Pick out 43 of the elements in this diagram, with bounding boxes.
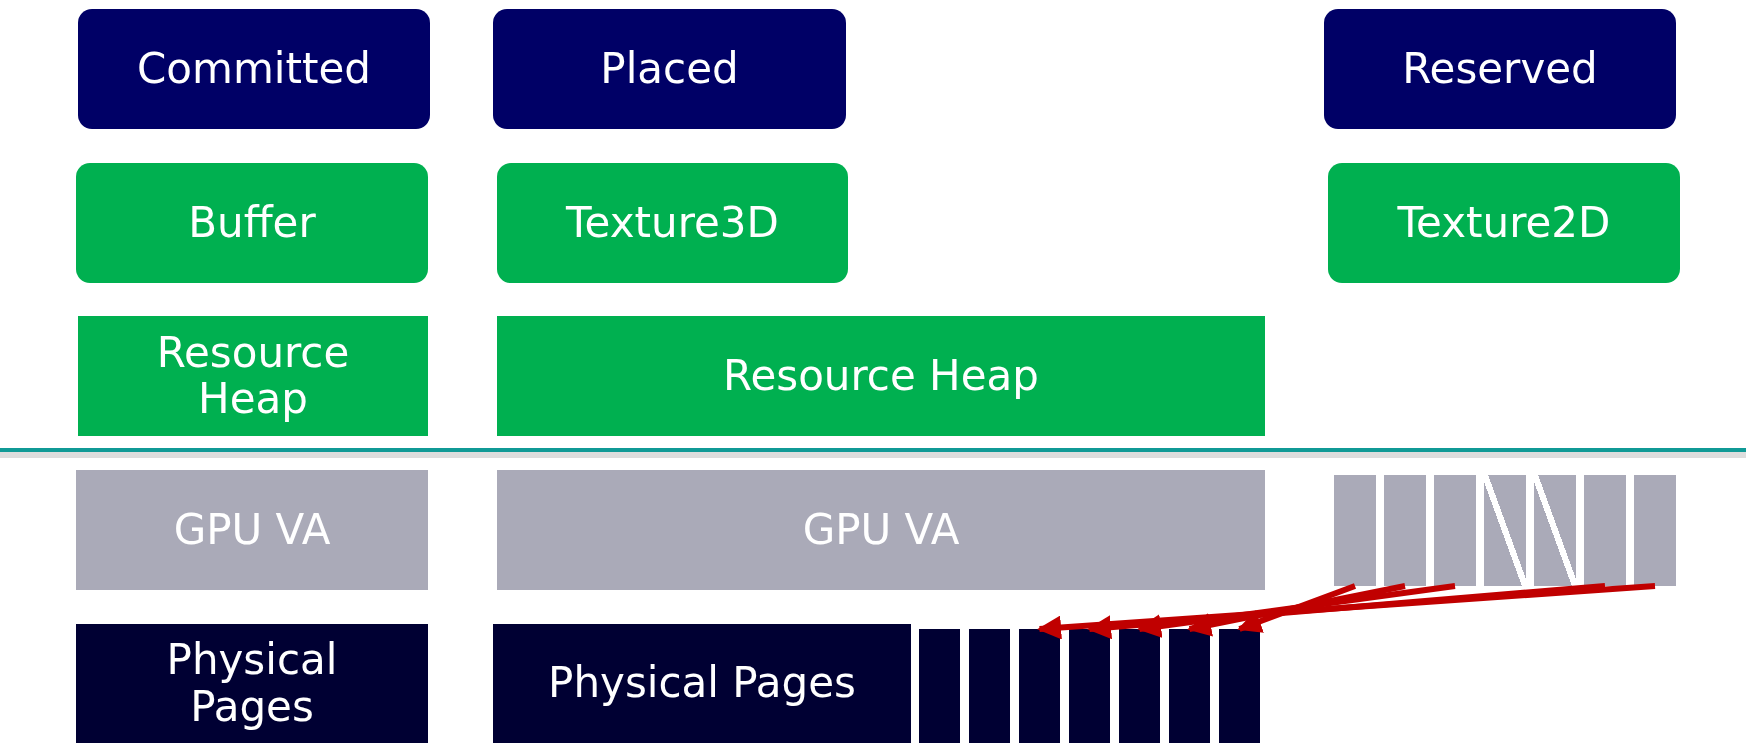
page-bar — [919, 629, 960, 743]
type-box — [1324, 9, 1676, 129]
box-label: Texture3D — [566, 199, 779, 247]
box-label: Physical Pages — [165, 637, 339, 730]
page-bar — [969, 629, 1010, 743]
page-bar — [1169, 629, 1210, 743]
page-bar — [1069, 629, 1110, 743]
memory-box — [76, 624, 428, 743]
resource-box — [76, 163, 428, 283]
page-bar — [1219, 629, 1260, 743]
box-label: Committed — [137, 45, 371, 93]
box-label: Resource Heap — [155, 329, 351, 423]
box-label: GPU VA — [802, 506, 960, 554]
page-bar — [1434, 475, 1476, 586]
type-box — [493, 9, 846, 129]
page-bar — [1334, 475, 1376, 586]
arrow — [1237, 583, 1357, 633]
page-bar — [1484, 475, 1526, 586]
box-label: Texture2D — [1397, 199, 1611, 247]
box-label: Buffer — [188, 199, 316, 247]
resource-box — [497, 163, 848, 283]
heap-box — [78, 316, 428, 436]
type-box — [78, 9, 430, 129]
arrow — [1137, 583, 1456, 638]
page-bar — [1584, 475, 1626, 586]
page-bar — [1119, 629, 1160, 743]
arrow — [1087, 583, 1606, 640]
arrow — [1187, 583, 1406, 637]
box-label: Resource Heap — [723, 352, 1039, 400]
resource-box — [1328, 163, 1680, 283]
page-bar — [1384, 475, 1426, 586]
address-box — [497, 470, 1265, 590]
page-bar — [1634, 475, 1676, 586]
box-label: Physical Pages — [548, 660, 856, 707]
box-label: GPU VA — [173, 506, 331, 554]
page-bar — [1019, 629, 1060, 743]
address-box — [76, 470, 428, 590]
page-bar — [1534, 475, 1576, 586]
memory-box — [493, 624, 911, 743]
heap-box — [497, 316, 1265, 436]
arrow — [1037, 583, 1656, 640]
box-label: Placed — [600, 45, 739, 93]
box-label: Reserved — [1402, 45, 1598, 93]
